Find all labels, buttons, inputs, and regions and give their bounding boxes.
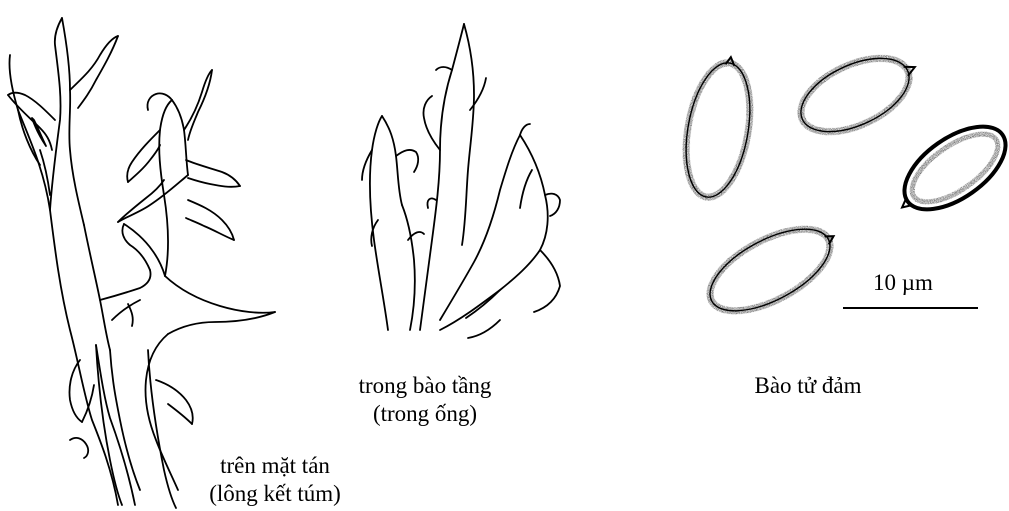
caption-spores: Bào tử đảm [728, 372, 888, 400]
spore-2 [790, 40, 928, 147]
spore-4 [698, 210, 848, 328]
scale-bar-label: 10 µm [873, 270, 933, 296]
caption-surface-hairs: trên mặt tán (lông kết túm) [200, 452, 350, 508]
caption-spores-line1: Bào tử đảm [728, 372, 888, 400]
caption-surface-hairs-line1: trên mặt tán [200, 452, 350, 480]
caption-trama-hairs-line2: (trong ống) [340, 400, 510, 428]
scale-bar [843, 307, 978, 309]
surface-hair-drawing [8, 18, 275, 508]
caption-surface-hairs-line2: (lông kết túm) [200, 480, 350, 508]
spore-3 [884, 110, 1009, 230]
spore-1 [677, 52, 761, 202]
caption-trama-hairs-line1: trong bào tầng [340, 372, 510, 400]
trama-hair-drawing [362, 24, 560, 338]
spore-drawing [677, 40, 1009, 328]
caption-trama-hairs: trong bào tầng (trong ống) [340, 372, 510, 428]
